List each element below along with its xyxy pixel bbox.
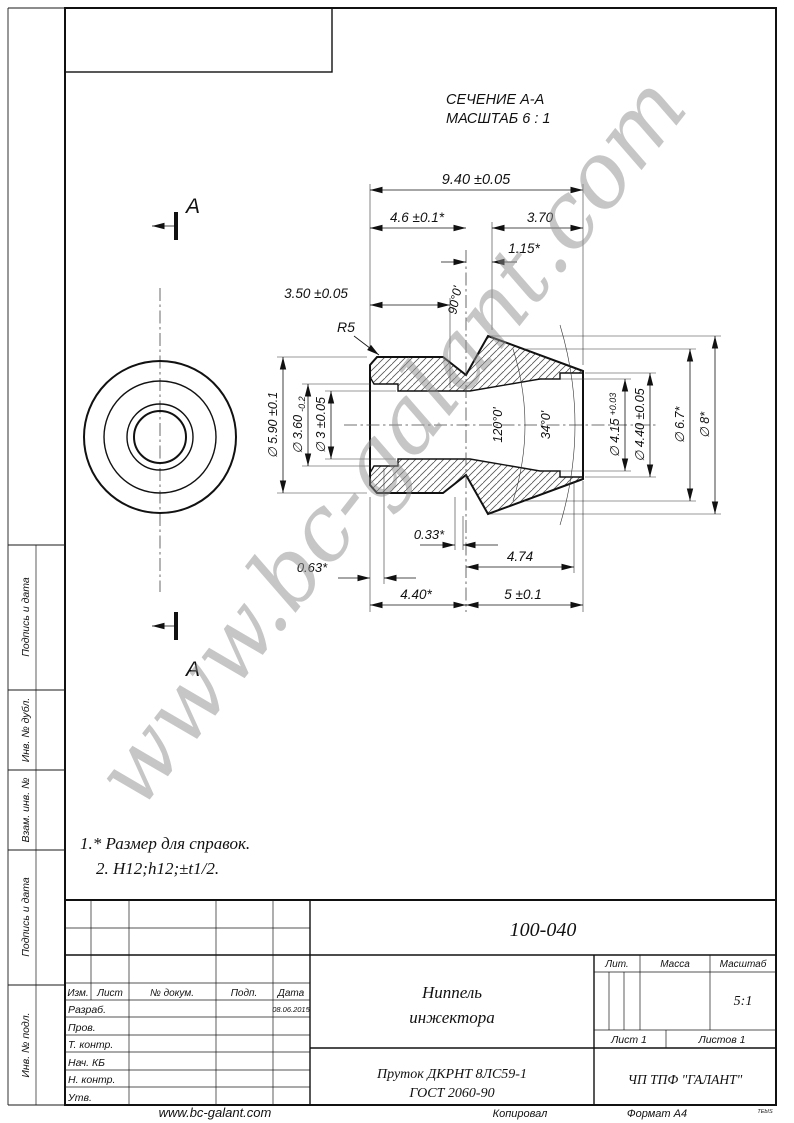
section-scale: МАСШТАБ 6 : 1 [446, 111, 550, 127]
margin-label-sign-date-2: Подпись и дата [20, 877, 32, 957]
material-line1: Пруток ДКРНТ 8ЛС59-1 [376, 1067, 527, 1082]
dim-groove-offset: 1.15* [441, 241, 541, 266]
cut-plane-mark-bottom: А [152, 612, 200, 681]
angle-arc-120 [512, 348, 526, 502]
technical-notes: 1.* Размер для справок. 2. H12;h12;±t1/2… [80, 834, 250, 878]
svg-text:∅ 4.40 ±0.05: ∅ 4.40 ±0.05 [633, 388, 647, 461]
part-name-line1: Ниппель [421, 983, 482, 1002]
row-nach-kb: Нач. КБ [68, 1057, 105, 1069]
footer: www.bc-galant.com Копировал Формат А4 TE… [159, 1105, 773, 1120]
doc-number: 100-040 [510, 919, 577, 941]
dim-angle-90: 90°0' [445, 284, 465, 315]
dim-overall-length: 9.40 ±0.05 [369, 172, 584, 365]
section-title: СЕЧЕНИЕ А-А [446, 92, 544, 108]
svg-text:3.50 ±0.05: 3.50 ±0.05 [284, 286, 348, 301]
svg-text:∅ 3 ±0.05: ∅ 3 ±0.05 [314, 397, 328, 453]
dim-diameter-bore: ∅ 3 ±0.05 [314, 390, 396, 460]
note-2: 2. H12;h12;±t1/2. [96, 859, 219, 878]
left-margin-column: Подпись и дата Инв. № дубл. Взам. инв. №… [8, 544, 65, 1105]
material-line2: ГОСТ 2060-90 [408, 1086, 494, 1101]
dim-left-length: 4.6 ±0.1* [370, 210, 466, 232]
svg-text:4.6 ±0.1*: 4.6 ±0.1* [390, 210, 445, 225]
margin-label-inv-podl: Инв. № подл. [20, 1012, 32, 1077]
dim-diameter-body: ∅ 5.90 ±0.1 [266, 356, 367, 494]
dim-bore-depth: 3.50 ±0.05 [284, 286, 451, 388]
scale-header: Масштаб [720, 958, 767, 970]
dim-step: 0.33* [414, 497, 498, 550]
svg-text:9.40 ±0.05: 9.40 ±0.05 [442, 172, 511, 188]
sheet-number: Лист 1 [610, 1034, 647, 1046]
footer-format: Формат А4 [627, 1108, 687, 1120]
svg-text:R5: R5 [337, 319, 355, 335]
dim-fillet-r5: R5 [337, 319, 380, 356]
dim-cone-section-length: 5 ±0.1 [466, 481, 584, 612]
col-header-izm: Изм. [67, 988, 88, 999]
margin-label-inv-dupl: Инв. № дубл. [20, 698, 32, 763]
svg-text:∅ 8*: ∅ 8* [698, 411, 712, 438]
dim-diameter-right-bore: ∅ 4.40 ±0.05 [585, 372, 656, 478]
footer-site: www.bc-galant.com [159, 1105, 272, 1120]
mass-header: Масса [660, 959, 690, 970]
svg-text:4.74: 4.74 [507, 549, 533, 564]
col-header-doc: № докум. [150, 988, 194, 999]
sheets-total: Листов 1 [698, 1034, 746, 1046]
section-outline [369, 334, 584, 516]
svg-text:5 ±0.1: 5 ±0.1 [504, 587, 541, 602]
svg-text:∅ 4.15+0.03: ∅ 4.15+0.03 [608, 393, 622, 457]
dim-diameter-counterbore: ∅ 3.60-0.2 [291, 383, 371, 467]
dim-body-length: 4.40* [369, 497, 466, 612]
scale-value: 5:1 [734, 994, 753, 1009]
dim-angle-34: 34°0' [539, 410, 553, 439]
row-prov: Пров. [68, 1022, 96, 1034]
dim-cone-length: 4.74 [466, 481, 575, 573]
lit-header: Лит. [604, 959, 628, 970]
front-view: А А [83, 195, 237, 681]
top-left-stamp-box [64, 7, 333, 73]
dim-angle-120: 120°0' [491, 407, 505, 443]
svg-text:90°0': 90°0' [445, 284, 465, 315]
dim-lip: 0.63* [297, 468, 416, 584]
note-1: 1.* Размер для справок. [80, 834, 250, 853]
footer-corner-mark: TEbIS [757, 1109, 773, 1115]
dim-diameter-seat: ∅ 4.15+0.03 [542, 378, 631, 472]
company-name: ЧП ТПФ "ГАЛАНТ" [628, 1072, 743, 1087]
dimensions: 9.40 ±0.05 4.6 ±0.1* 3.70 1.15* 3.50 ±0.… [266, 172, 721, 612]
svg-text:∅ 5.90 ±0.1: ∅ 5.90 ±0.1 [266, 392, 280, 458]
svg-text:∅ 6.7*: ∅ 6.7* [673, 406, 687, 444]
dim-right-length: 3.70 [491, 210, 583, 330]
section-bore [369, 372, 584, 478]
angle-arc-34 [559, 324, 576, 526]
row-t-kontr: Т. контр. [68, 1039, 113, 1051]
section-view: СЕЧЕНИЕ А-А МАСШТАБ 6 : 1 [344, 92, 658, 612]
cut-label-bottom: А [184, 658, 200, 681]
svg-text:1.15*: 1.15* [508, 241, 540, 256]
row-n-kontr: Н. контр. [68, 1074, 115, 1086]
row-utv: Утв. [67, 1092, 92, 1104]
svg-text:∅ 3.60-0.2: ∅ 3.60-0.2 [291, 396, 307, 453]
footer-copied: Копировал [493, 1108, 548, 1120]
cut-plane-mark-top: А [152, 195, 200, 240]
col-header-data: Дата [277, 988, 305, 999]
margin-label-sign-date-1: Подпись и дата [20, 577, 32, 657]
svg-text:0.33*: 0.33* [414, 527, 445, 542]
col-header-list: Лист [96, 988, 123, 999]
svg-text:0.63*: 0.63* [297, 560, 328, 575]
part-name-line2: инжектора [409, 1008, 495, 1027]
date-value: 08.06.2015 [272, 1005, 310, 1014]
row-razrab: Разраб. [68, 1004, 106, 1016]
svg-text:3.70: 3.70 [527, 210, 554, 225]
svg-text:4.40*: 4.40* [400, 587, 432, 602]
dim-diameter-cone-big: ∅ 8* [489, 335, 721, 515]
cut-label-top: А [184, 195, 200, 218]
col-header-podp: Подп. [231, 988, 258, 999]
margin-label-vzam-inv: Взам. инв. № [20, 778, 32, 843]
title-block: 100-040 Ниппель инжектора Пруток ДКРНТ 8… [64, 899, 777, 1106]
dim-diameter-cone-small: ∅ 6.7* [524, 348, 696, 502]
